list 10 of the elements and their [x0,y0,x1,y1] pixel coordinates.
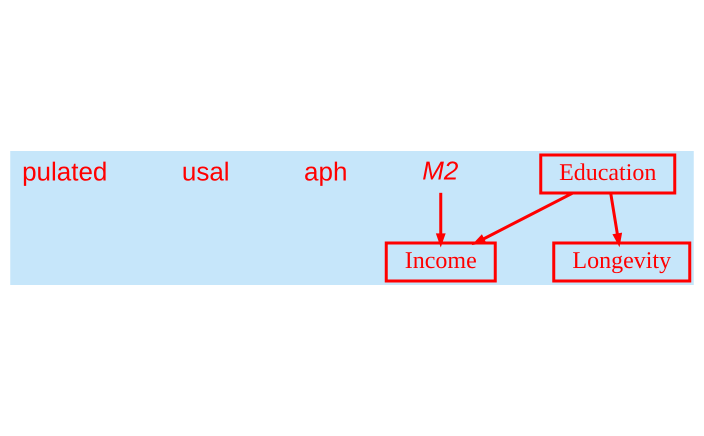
label: pulated [22,156,108,186]
node-text: M2 [422,155,458,186]
arrow [472,192,574,246]
arrow [609,193,622,248]
arrow [436,192,446,248]
node-box: Longevity [552,242,692,282]
node-box: Income [384,242,497,282]
node-box: Education [539,154,676,194]
label: usal [182,156,230,186]
label: aph [304,156,348,186]
